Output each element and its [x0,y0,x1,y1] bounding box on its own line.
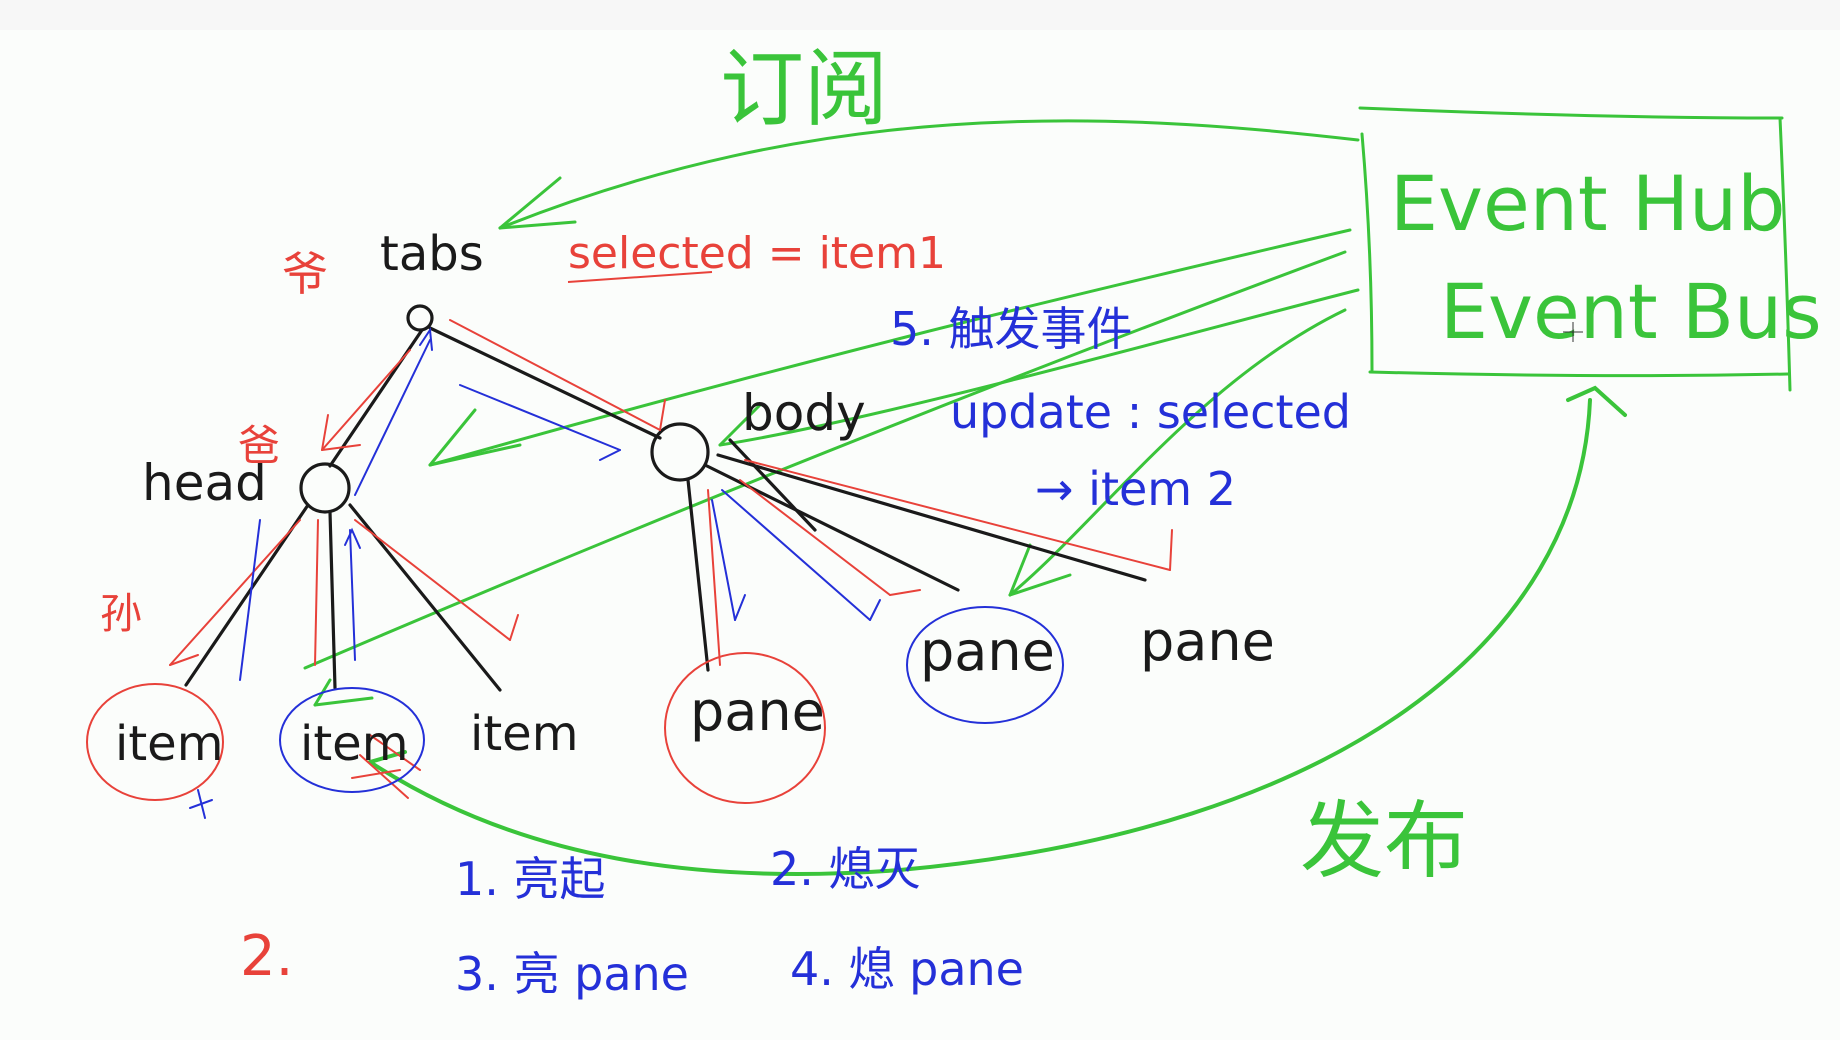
step3-label: 3. 亮 pane [455,947,689,1001]
body-label: body [742,384,866,442]
selected-label: selected = item1 [568,228,946,279]
node-circles [86,606,1064,804]
tree-edges [184,304,1147,692]
item-node-3: item [470,706,578,762]
subscribe-label: 订阅 [720,40,888,138]
red-two-label: 2. [240,924,293,989]
grandson-label: 孙 [100,589,142,638]
publish-arrow [368,385,1627,877]
red-arrows [169,319,1173,799]
step1-label: 1. 亮起 [455,852,606,906]
item-node-2: item [300,716,408,772]
pane-node-1: pane [690,680,825,743]
subscribe-arrows [303,119,1360,707]
grandpa-label: 爷 [282,247,328,301]
arrow-item2-label: → item 2 [1035,462,1236,516]
blue-arrows [189,327,881,819]
event-bus-label: Event Bus [1440,267,1822,356]
event-hub-label: Event Hub [1390,159,1785,248]
update-selected-label: update : selected [950,385,1351,439]
pane-node-3: pane [1140,610,1275,673]
cursor-crosshair-icon [1563,322,1583,342]
tabs-label: tabs [380,226,484,282]
dad-label: 爸 [238,421,280,470]
event-hub-box [1358,106,1792,392]
step2-label: 2. 熄灭 [770,842,921,896]
pane-node-2: pane [920,620,1055,683]
head-label: head [142,454,267,512]
publish-label: 发布 [1300,792,1468,890]
step4-label: 4. 熄 pane [790,942,1024,996]
step5-label: 5. 触发事件 [890,302,1133,356]
selected-underline [567,271,713,283]
item-node-1: item [115,716,223,772]
